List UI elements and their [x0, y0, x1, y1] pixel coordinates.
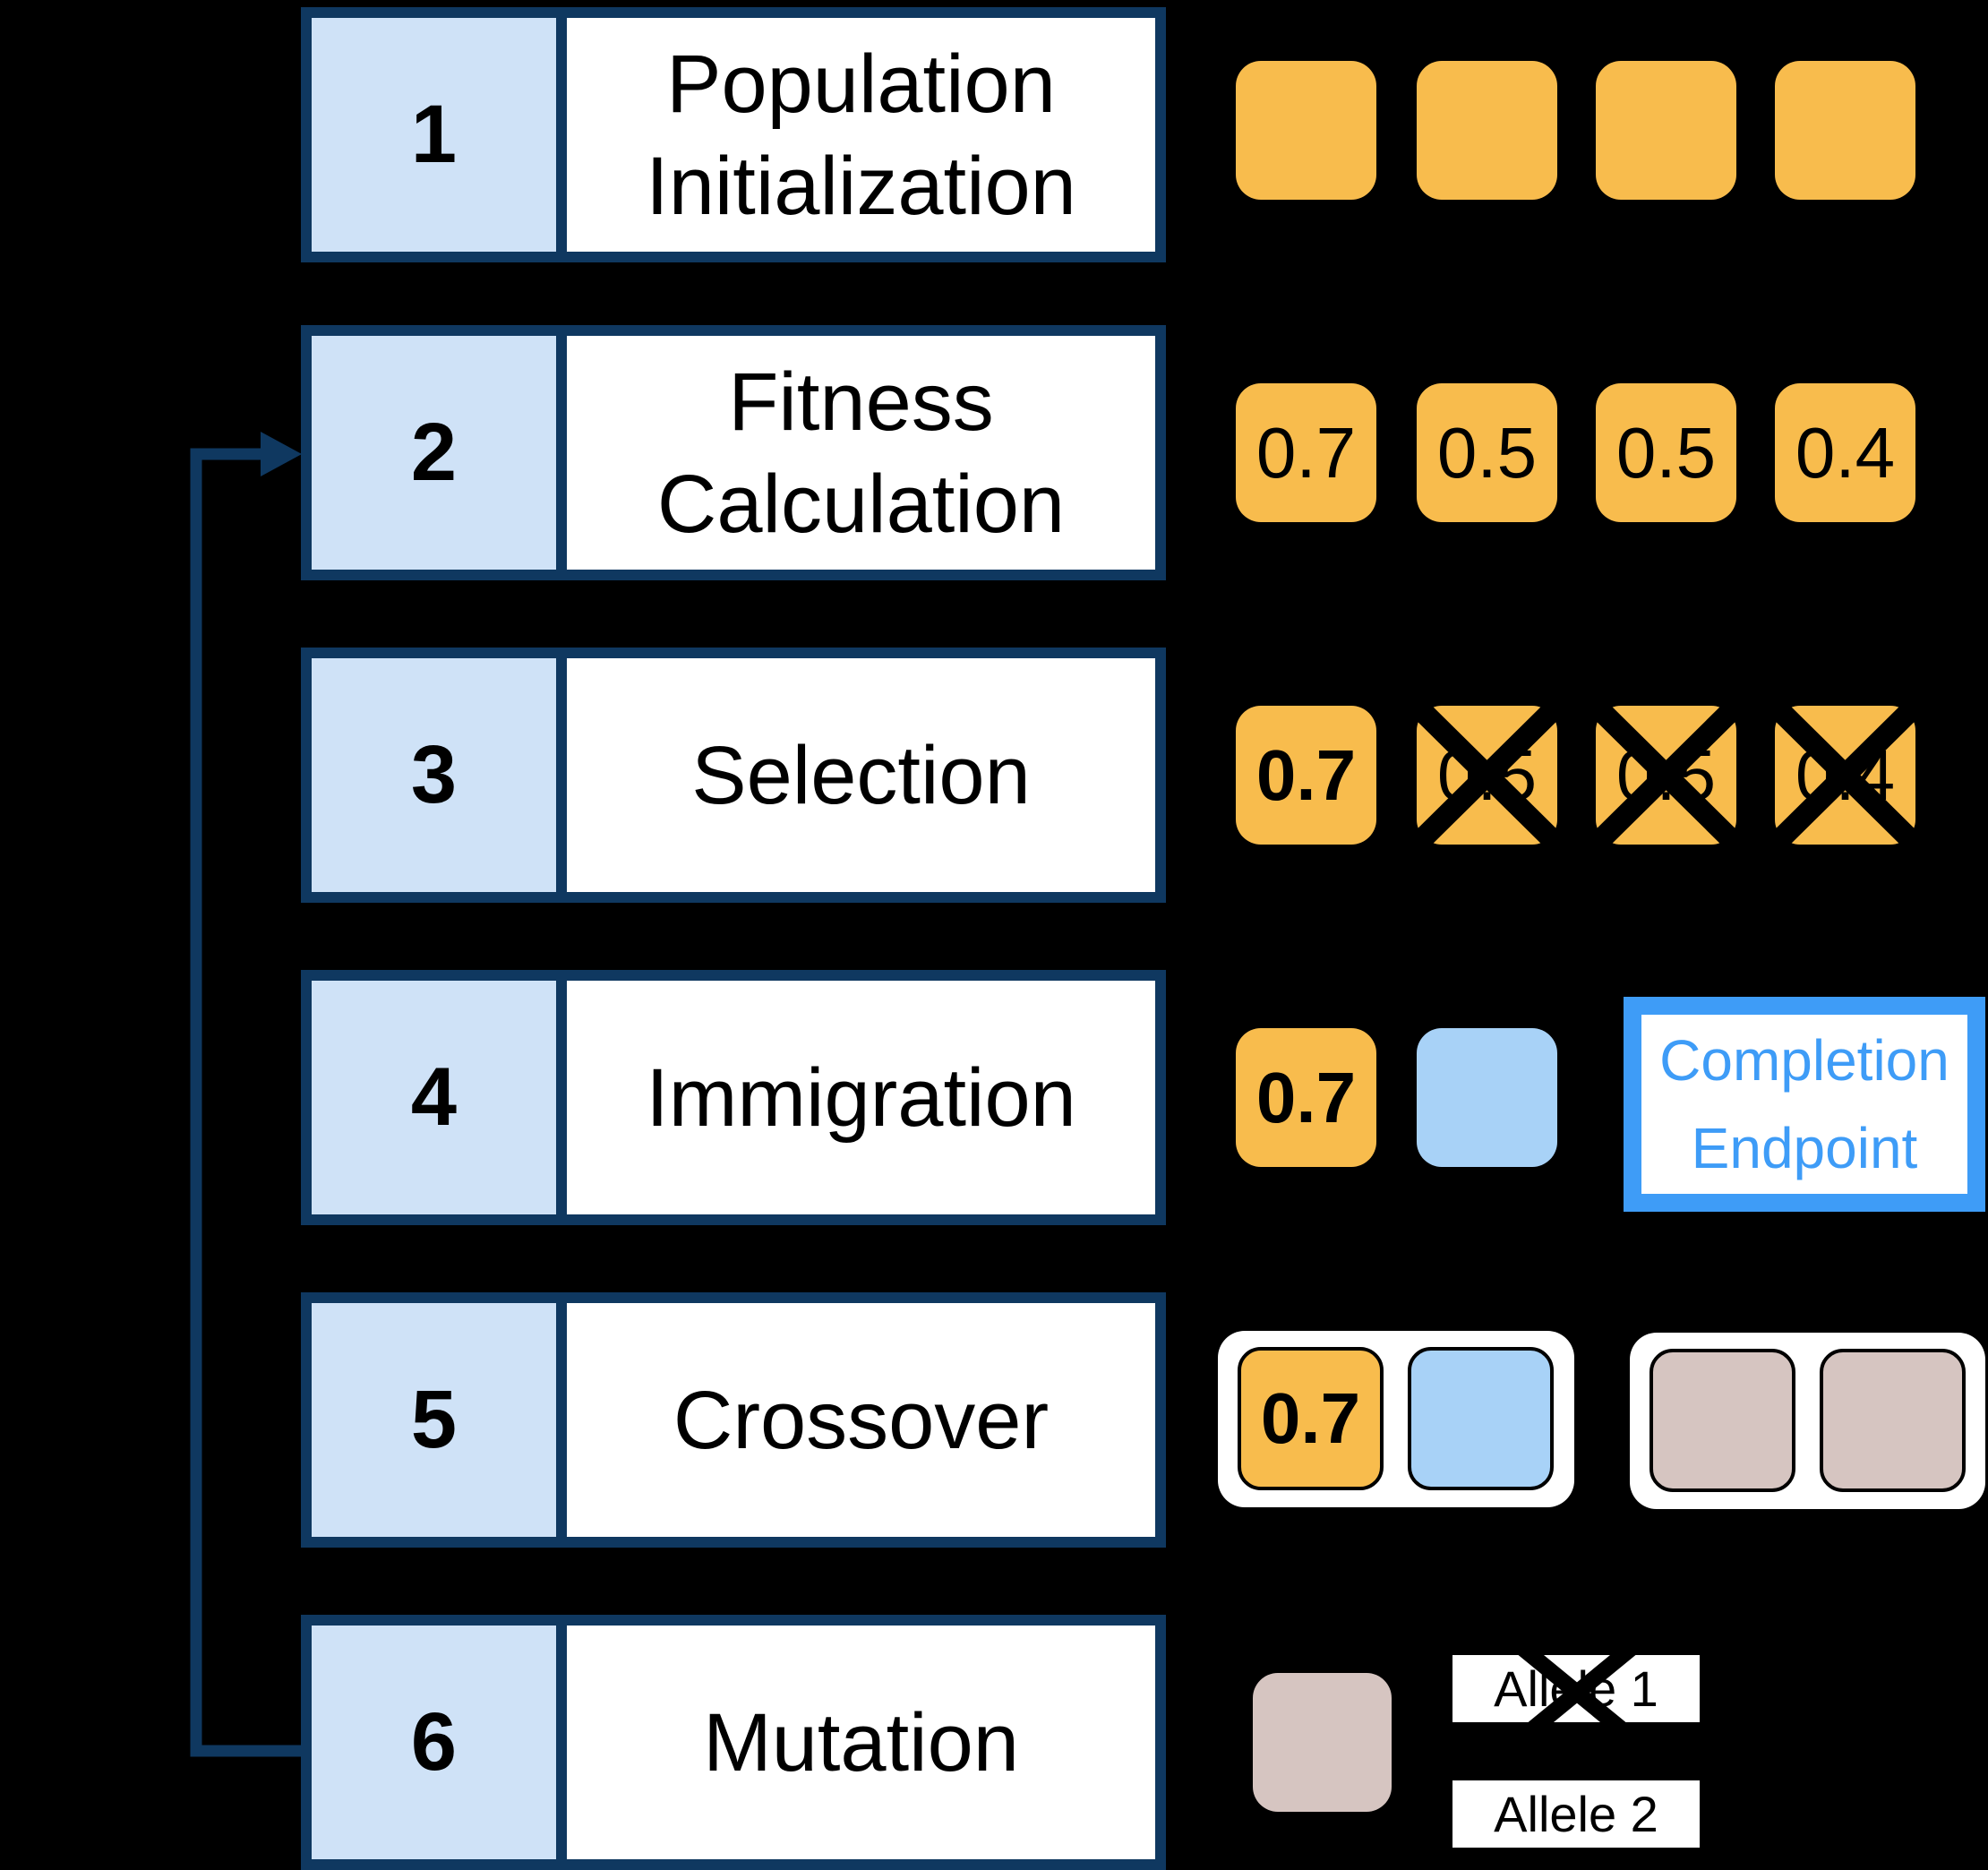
- step-label-line: Fitness: [728, 356, 994, 448]
- step-label-line: Mutation: [703, 1696, 1019, 1789]
- offspring-pair-container: [1630, 1333, 1985, 1509]
- fitness-square: 0.5: [1417, 383, 1557, 522]
- fitness-value: 0.7: [1255, 412, 1357, 493]
- step-number-2: 2: [312, 336, 567, 570]
- chromosome-square: [1417, 61, 1557, 200]
- selection-kept-value: 0.7: [1255, 734, 1357, 815]
- immigration-kept-value: 0.7: [1255, 1057, 1357, 1137]
- step-row-1: 1 Population Initialization: [301, 7, 1166, 262]
- fitness-square: 0.5: [1596, 383, 1736, 522]
- step-row-2: 2 Fitness Calculation: [301, 325, 1166, 580]
- fitness-value: 0.4: [1795, 412, 1896, 493]
- fitness-square: 0.4: [1775, 383, 1915, 522]
- fitness-square: 0.7: [1236, 383, 1376, 522]
- endpoint-line: Completion: [1659, 1027, 1949, 1093]
- chromosome-square: [1596, 61, 1736, 200]
- step-number-1: 1: [312, 18, 567, 252]
- selection-removed-square: 0.5: [1596, 706, 1736, 845]
- step-row-6: 6 Mutation: [301, 1615, 1166, 1870]
- allele2-label: Allele 2: [1452, 1780, 1700, 1848]
- offspring-square: [1650, 1349, 1795, 1492]
- immigration-kept-square: 0.7: [1236, 1028, 1376, 1167]
- fitness-value: 0.5: [1615, 412, 1717, 493]
- step-number-5: 5: [312, 1303, 567, 1537]
- allele1-label: Allele 1: [1452, 1655, 1700, 1722]
- completion-endpoint-box: Completion Endpoint: [1624, 997, 1985, 1212]
- step-label-line: Selection: [691, 729, 1031, 821]
- step-label-line: Initialization: [646, 140, 1076, 232]
- parent-square: [1408, 1347, 1554, 1490]
- step-label-line: Population: [666, 38, 1056, 130]
- selection-removed-value: 0.5: [1436, 734, 1538, 815]
- chromosome-square: [1775, 61, 1915, 200]
- loop-arrow: [190, 432, 302, 1757]
- selection-removed-square: 0.5: [1417, 706, 1557, 845]
- selection-removed-value: 0.5: [1615, 734, 1717, 815]
- step-label-line: Crossover: [673, 1374, 1050, 1466]
- step-label-5: Crossover: [567, 1303, 1155, 1537]
- step-row-4: 4 Immigration: [301, 970, 1166, 1225]
- fitness-value: 0.5: [1436, 412, 1538, 493]
- selection-kept-square: 0.7: [1236, 706, 1376, 845]
- step-label-1: Population Initialization: [567, 18, 1155, 252]
- allele1-text: Allele 1: [1494, 1660, 1658, 1717]
- step-number-4: 4: [312, 981, 567, 1214]
- step-label-line: Immigration: [646, 1051, 1076, 1144]
- step-label-2: Fitness Calculation: [567, 336, 1155, 570]
- chromosome-square: [1236, 61, 1376, 200]
- step-row-3: 3 Selection: [301, 648, 1166, 903]
- step-label-4: Immigration: [567, 981, 1155, 1214]
- selection-removed-value: 0.4: [1795, 734, 1896, 815]
- immigrant-square: [1417, 1028, 1557, 1167]
- mutated-square: [1253, 1673, 1392, 1812]
- parent-square: 0.7: [1238, 1347, 1384, 1490]
- parent-value: 0.7: [1260, 1378, 1361, 1458]
- parent-pair-container: 0.7: [1218, 1331, 1574, 1507]
- step-label-3: Selection: [567, 658, 1155, 892]
- step-label-line: Calculation: [656, 458, 1066, 550]
- allele2-text: Allele 2: [1494, 1786, 1658, 1842]
- step-number-3: 3: [312, 658, 567, 892]
- step-label-6: Mutation: [567, 1626, 1155, 1859]
- step-row-5: 5 Crossover: [301, 1292, 1166, 1548]
- offspring-square: [1820, 1349, 1966, 1492]
- step-number-6: 6: [312, 1626, 567, 1859]
- selection-removed-square: 0.4: [1775, 706, 1915, 845]
- endpoint-line: Endpoint: [1691, 1116, 1918, 1180]
